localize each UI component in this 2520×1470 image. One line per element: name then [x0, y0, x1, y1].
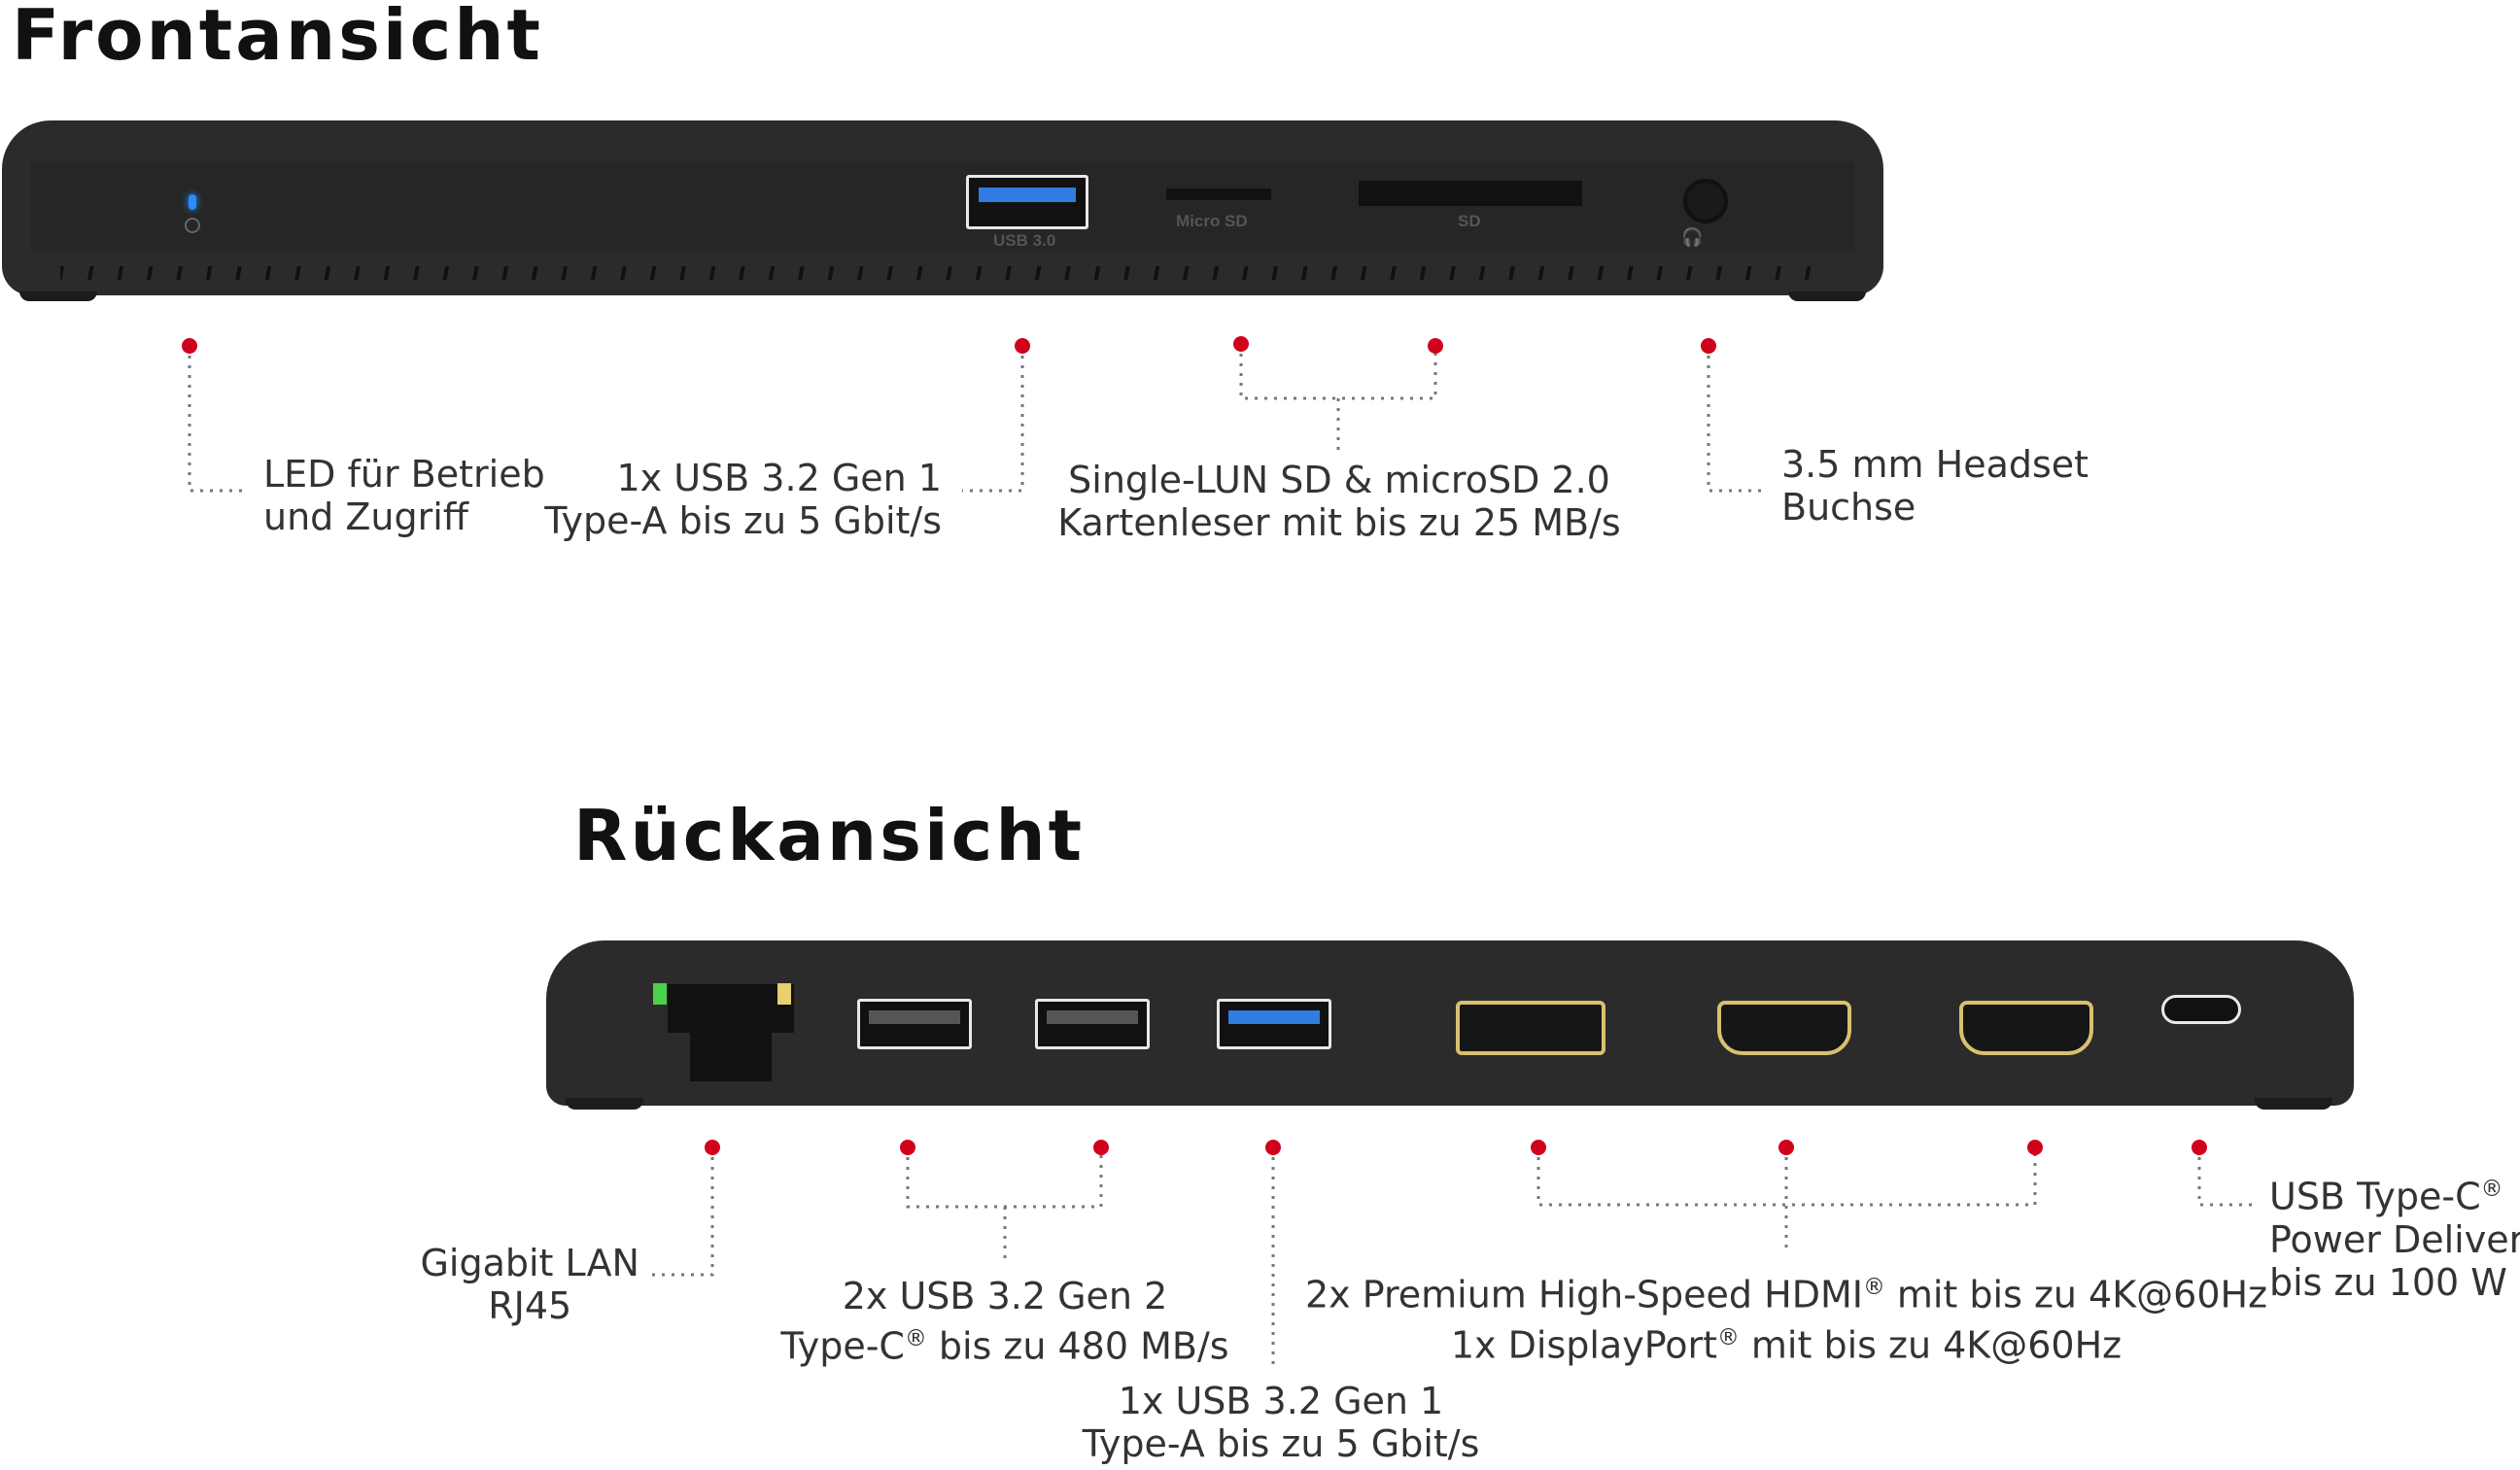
power-icon — [185, 218, 200, 233]
microsd-print: Micro SD — [1176, 212, 1248, 230]
back-usb-a-port-2 — [1035, 999, 1150, 1049]
marker-dot — [900, 1140, 915, 1155]
headset-jack — [1683, 179, 1728, 223]
microsd-slot — [1166, 188, 1271, 200]
back-view-title: Rückansicht — [573, 795, 1085, 876]
lan-led-yellow — [777, 983, 791, 1005]
marker-dot — [1428, 338, 1443, 354]
front-view-title: Frontansicht — [12, 0, 543, 76]
marker-dot — [2027, 1140, 2043, 1155]
marker-dot — [2192, 1140, 2207, 1155]
back-usb-a-port-1 — [857, 999, 972, 1049]
marker-dot — [1265, 1140, 1281, 1155]
usb-c-port — [2161, 995, 2241, 1024]
marker-dot — [1233, 336, 1249, 352]
marker-dot — [705, 1140, 720, 1155]
marker-dot — [1778, 1140, 1794, 1155]
front-usb-a-port — [966, 175, 1088, 229]
displayport-port — [1456, 1001, 1605, 1055]
front-dock-device: USB 3.0 Micro SD SD 🎧 — [2, 120, 1883, 295]
sd-print: SD — [1458, 212, 1481, 230]
sd-slot — [1359, 181, 1582, 206]
marker-dot — [1701, 338, 1716, 354]
led-indicator-icon — [189, 194, 196, 210]
headset-icon: 🎧 — [1681, 227, 1704, 248]
marker-dot — [1093, 1140, 1109, 1155]
marker-dot — [182, 338, 197, 354]
back-usb-a-port-3 — [1217, 999, 1331, 1049]
usb-port-print: USB 3.0 — [993, 231, 1056, 250]
lan-port — [668, 984, 794, 1033]
vent-grille — [60, 266, 1825, 280]
marker-dot — [1531, 1140, 1546, 1155]
lan-led-green — [653, 983, 667, 1005]
marker-dot — [1015, 338, 1030, 354]
hdmi-port-1 — [1717, 1001, 1851, 1055]
hdmi-port-2 — [1959, 1001, 2093, 1055]
label-video: 2x Premium High-Speed HDMI® mit bis zu 4… — [1304, 1273, 2268, 1367]
back-dock-device — [546, 940, 2354, 1106]
